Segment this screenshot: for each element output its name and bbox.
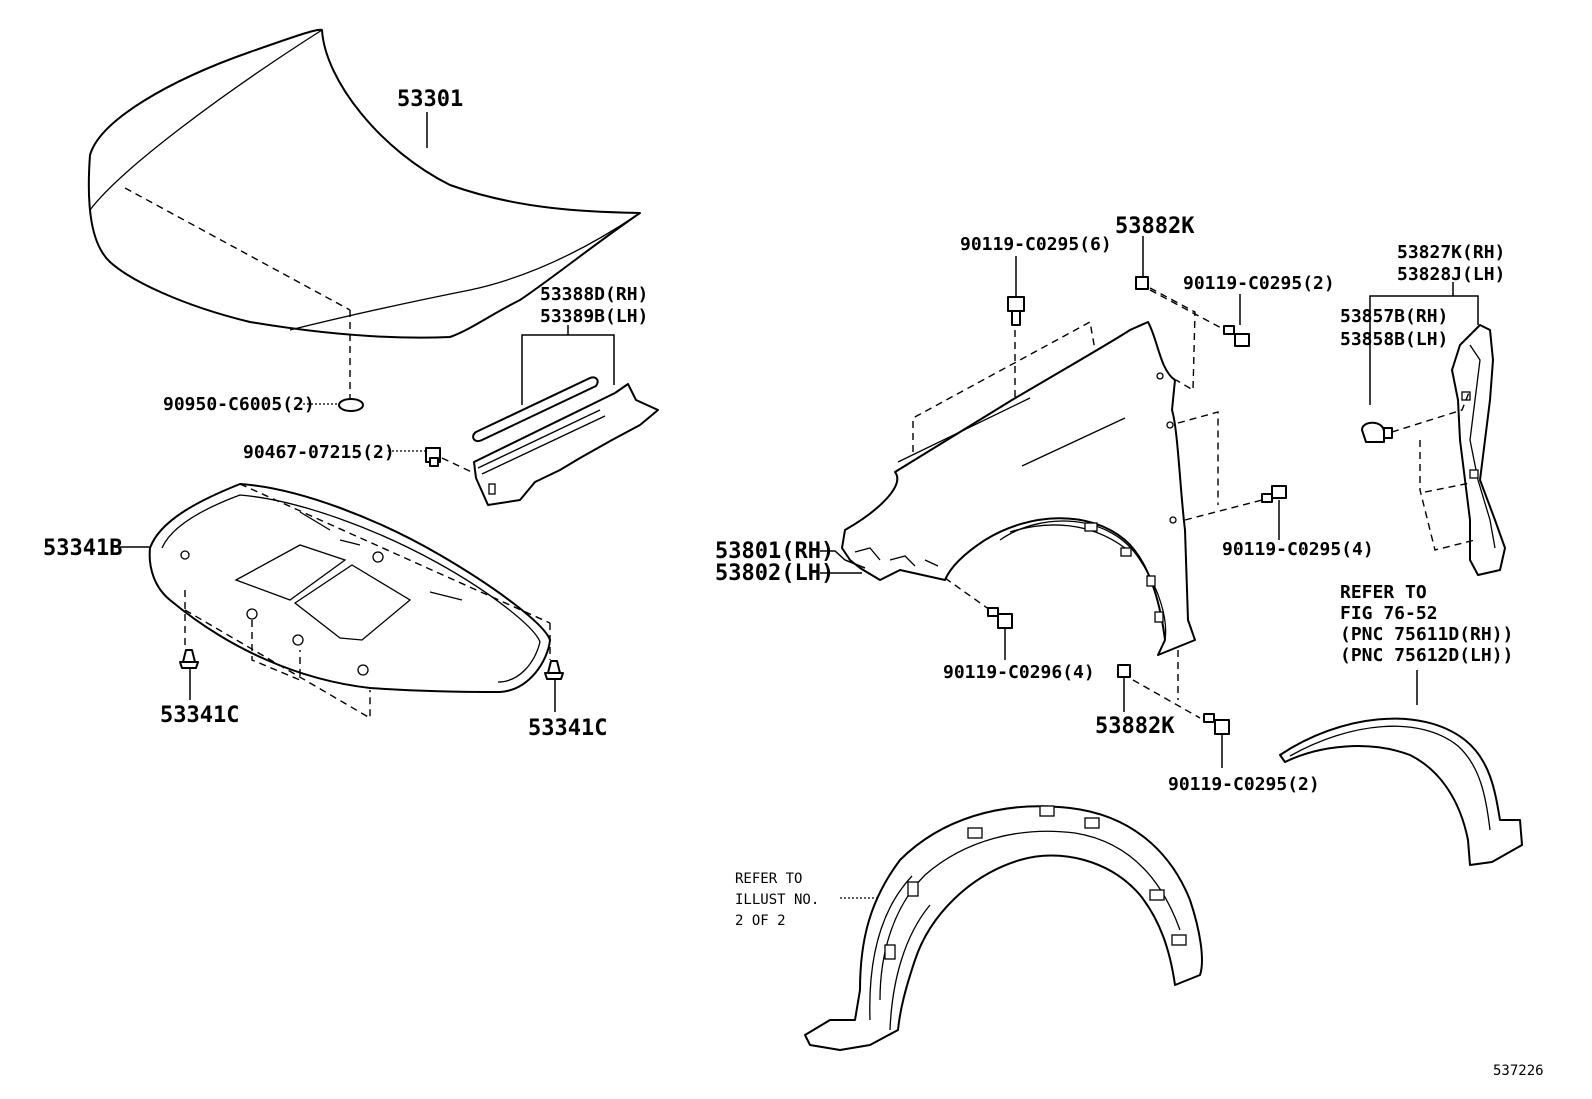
illustration-number: 537226 (1493, 1063, 1544, 1079)
insulator-label: 53341B (43, 536, 122, 561)
clip-90467[interactable] (425, 447, 441, 467)
fender-dashline-c0296 (944, 577, 991, 611)
hood-seal[interactable] (472, 376, 659, 506)
hood-cushion-label: 90950-C6005(2) (163, 394, 315, 415)
fender-dashline-nut (1149, 287, 1196, 392)
bolt-90119-c0296-4[interactable] (987, 607, 1013, 629)
clip-90467-dashline (441, 457, 477, 475)
insulator-clip-right-label: 53341C (528, 716, 607, 741)
insulator-dashline-bottom (184, 609, 371, 720)
fender-side-liner[interactable] (1451, 324, 1506, 576)
nut-bottom-label: 53882K (1095, 714, 1175, 739)
hood-cushion[interactable] (338, 398, 364, 412)
wheel-well-liner[interactable] (804, 805, 1203, 1051)
bolt-90119-c0295-2b[interactable] (1203, 713, 1230, 735)
fender-leader (820, 550, 866, 569)
fender-dashline-bottom (1132, 679, 1201, 719)
hood-cushion-dashline (124, 187, 351, 311)
insulator-clip-left-label: 53341C (160, 703, 239, 728)
refer-illust-line1: REFER TO (735, 871, 802, 887)
bolt2b-label: 90119-C0295(2) (1168, 774, 1320, 795)
refer-fig-line1: REFER TO (1340, 582, 1427, 603)
nut-53882k-bottom[interactable] (1117, 664, 1131, 678)
liner-leader (1369, 295, 1479, 405)
clip-rh-label: 53857B(RH) (1340, 306, 1448, 327)
fender-lh-label: 53802(LH) (715, 561, 834, 586)
bolt-90119-c0295-2a[interactable] (1223, 325, 1250, 347)
front-fender[interactable] (841, 321, 1196, 656)
nut-top-label: 53882K (1115, 214, 1195, 239)
clip-90467-label: 90467-07215(2) (243, 442, 395, 463)
hood-panel[interactable] (87, 28, 641, 339)
liner-clip[interactable] (1361, 421, 1393, 443)
liner-rh-label: 53827K(RH) (1397, 242, 1505, 263)
liner-dashline-2 (1419, 440, 1476, 551)
refer-fig-line3: (PNC 75611D(RH)) (1340, 624, 1513, 645)
bolt6-label: 90119-C0295(6) (960, 234, 1112, 255)
fender-dashline-right (1177, 411, 1219, 505)
bolt-90119-c0295-6[interactable] (1007, 296, 1025, 326)
liner-dashline (1391, 389, 1471, 433)
clip-lh-label: 53858B(LH) (1340, 329, 1448, 350)
fender-dashline-bolt4 (1184, 499, 1263, 521)
seal-rh-label: 53388D(RH) (540, 284, 648, 305)
liner-dashline-3 (1424, 482, 1471, 493)
bolt2a-label: 90119-C0295(2) (1183, 273, 1335, 294)
bolt4-label: 90119-C0295(4) (1222, 539, 1374, 560)
refer-illust-line2: ILLUST NO. (735, 892, 819, 908)
refer-fig-line4: (PNC 75612D(LH)) (1340, 645, 1513, 666)
wheel-arch-molding[interactable] (1279, 717, 1523, 866)
fender-rh-label: 53801(RH) (715, 539, 834, 564)
bolt-90119-c0295-4[interactable] (1261, 485, 1287, 503)
refer-illust-line3: 2 OF 2 (735, 913, 786, 929)
insulator-clip-left[interactable] (179, 649, 199, 669)
insulator-dashline-top (239, 483, 551, 624)
refer-fig-line2: FIG 76-52 (1340, 603, 1438, 624)
hood-insulator[interactable] (148, 483, 551, 693)
c0296-label: 90119-C0296(4) (943, 662, 1095, 683)
hood-label: 53301 (397, 87, 463, 112)
fender-dashline-top (912, 320, 1096, 452)
insulator-clip-right[interactable] (544, 660, 564, 680)
liner-lh-label: 53828J(LH) (1397, 264, 1505, 285)
nut-53882k-top[interactable] (1135, 276, 1149, 290)
insulator-dashline-mid (251, 620, 301, 682)
fender-dashline-bolt2a (1149, 289, 1226, 331)
seal-lh-label: 53389B(LH) (540, 306, 648, 327)
